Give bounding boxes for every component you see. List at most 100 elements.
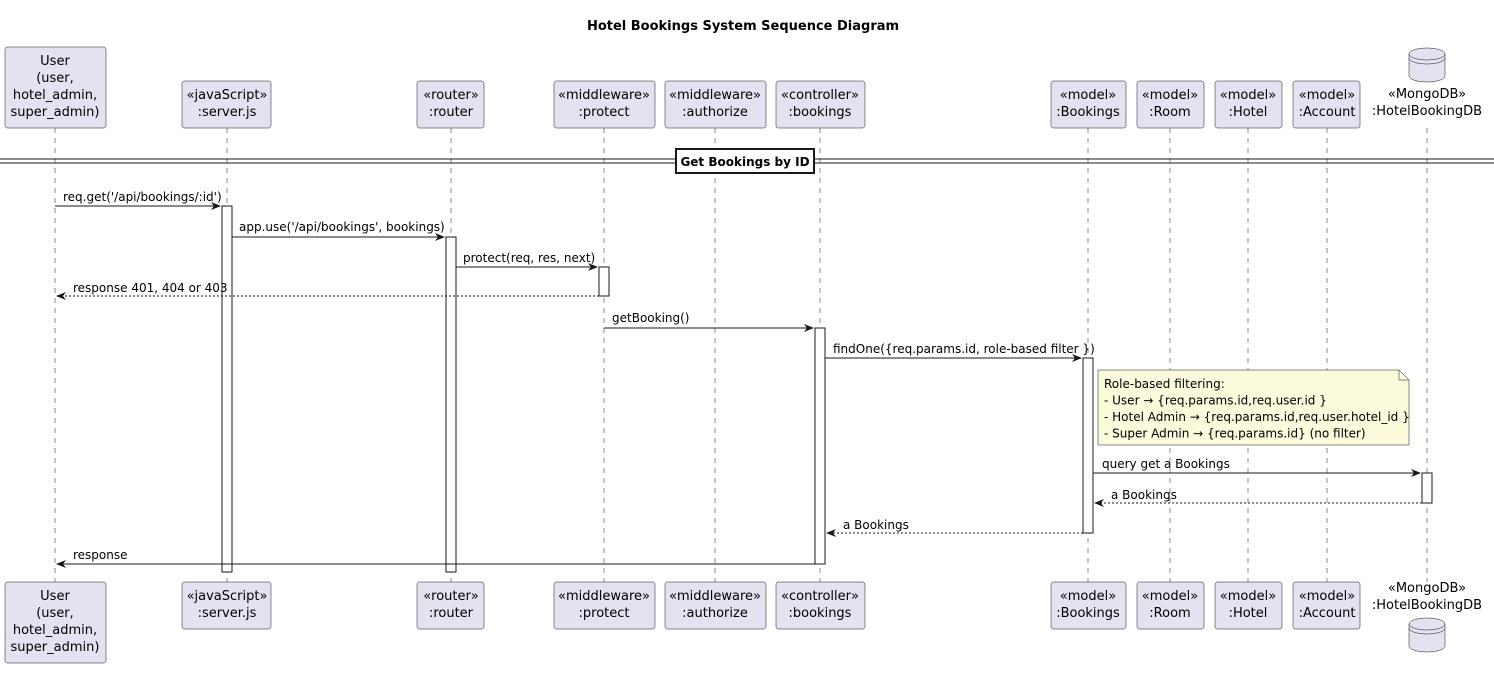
- note-shape: [1097, 369, 1410, 446]
- participant-box: [664, 80, 767, 129]
- message-10: response: [56, 548, 815, 568]
- participant-bookingsCtl-top: «controller» :bookings: [775, 80, 866, 129]
- database-icon: [1408, 54, 1446, 83]
- participant-label: :HotelBookingDB: [1372, 104, 1482, 119]
- participant-label: :Room: [1149, 606, 1190, 621]
- participant-user-bottom: User(user,hotel_admin,super_admin): [4, 581, 107, 664]
- participant-authorize-top: «middleware»:authorize: [664, 80, 767, 129]
- activation-bookingsModel: [1082, 357, 1094, 534]
- participant-label: «middleware»: [558, 88, 650, 103]
- activation-server: [221, 205, 233, 573]
- message-label: findOne({req.params.id, role-based filte…: [833, 342, 1095, 356]
- participant-label: :protect: [579, 606, 630, 621]
- activation-protect: [598, 266, 610, 297]
- note-line: Role-based filtering:: [1104, 377, 1225, 391]
- note-line: - Hotel Admin → {req.params.id,req.user.…: [1104, 410, 1410, 424]
- message-label: a Bookings: [843, 518, 909, 532]
- message-label: getBooking(): [612, 311, 690, 325]
- message-label: response 401, 404 or 403: [73, 281, 228, 295]
- participant-room-bottom: «model»:Room: [1136, 581, 1205, 630]
- participant-server-top: «javaScript»:server.js: [181, 80, 272, 129]
- group-separator: Get Bookings by ID: [0, 148, 1494, 174]
- participant-label: :protect: [579, 105, 630, 120]
- participant-label: «controller»: [781, 589, 859, 604]
- participant-label: :router: [429, 105, 474, 120]
- participant-box: [1214, 80, 1283, 129]
- participant-label: :Hotel: [1229, 606, 1268, 621]
- participant-label: :Account: [1299, 105, 1356, 120]
- participant-box: [181, 581, 272, 630]
- participant-label: «middleware»: [669, 589, 761, 604]
- database-icon-ring: [1408, 627, 1446, 635]
- participant-box: [416, 581, 485, 630]
- participant-box: [553, 581, 656, 630]
- participant-db-top: «MongoDB» :HotelBookingDB: [1372, 47, 1482, 119]
- participant-label: User: [40, 589, 70, 604]
- participants-bottom: User(user,hotel_admin,super_admin) «javaS…: [4, 581, 1482, 664]
- message-5: getBooking(): [604, 311, 814, 332]
- message-label: app.use('/api/bookings', bookings): [239, 220, 445, 234]
- participant-protect-bottom: «middleware» :protect: [553, 581, 656, 630]
- participant-label: hotel_admin,: [13, 623, 97, 638]
- group-label-box: [675, 148, 815, 174]
- participant-box: [1292, 581, 1361, 630]
- participant-label: :Hotel: [1229, 105, 1268, 120]
- message-4: response 401, 404 or 403: [56, 281, 599, 300]
- participant-box: [181, 80, 272, 129]
- role-filter-note: Role-based filtering:- User → {req.param…: [1097, 369, 1410, 446]
- participant-label: «model»: [1220, 88, 1276, 103]
- participant-label: «model»: [1060, 88, 1116, 103]
- participant-label: User: [40, 54, 70, 69]
- participant-label: hotel_admin,: [13, 88, 97, 103]
- participant-label: (user,: [36, 71, 74, 86]
- participant-box: [775, 80, 866, 129]
- message-2: app.use('/api/bookings', bookings): [232, 220, 445, 241]
- participant-label: «model»: [1060, 589, 1116, 604]
- participant-label: :bookings: [789, 105, 852, 120]
- participants-top: User(user,hotel_admin,super_admin)«javaS…: [4, 46, 1482, 129]
- participant-label: «javaScript»: [187, 88, 268, 103]
- participant-box: [1136, 581, 1205, 630]
- message-1: req.get('/api/bookings/:id'): [55, 190, 222, 210]
- participant-room-top: «model»:Room: [1136, 80, 1205, 129]
- participant-label: «model»: [1299, 88, 1355, 103]
- participant-label: :Bookings: [1056, 105, 1120, 120]
- participant-box: [1214, 581, 1283, 630]
- participant-server-bottom: «javaScript»:server.js: [181, 581, 272, 630]
- participant-bookingsCtl-bottom: «controller» :bookings: [775, 581, 866, 630]
- participant-label: «router»: [423, 88, 479, 103]
- participant-account-top: «model» :Account: [1292, 80, 1361, 129]
- participant-box: [4, 581, 107, 664]
- participant-label: «javaScript»: [187, 589, 268, 604]
- note-fold: [1398, 370, 1409, 381]
- participant-box: [1050, 581, 1127, 630]
- participant-box: [4, 46, 107, 129]
- participant-label: «MongoDB»: [1388, 87, 1466, 102]
- participant-box: [416, 80, 485, 129]
- participant-box: [553, 80, 656, 129]
- activation-bookingsCtl: [814, 327, 826, 565]
- database-icon: [1408, 624, 1446, 653]
- group-label: Get Bookings by ID: [680, 155, 809, 169]
- database-icon-top: [1408, 47, 1446, 61]
- participant-router-top: «router» :router: [416, 80, 485, 129]
- participant-user-top: User(user,hotel_admin,super_admin): [4, 46, 107, 129]
- participant-label: «middleware»: [558, 589, 650, 604]
- participant-protect-top: «middleware» :protect: [553, 80, 656, 129]
- message-label: req.get('/api/bookings/:id'): [63, 190, 222, 204]
- participant-label: «model»: [1220, 589, 1276, 604]
- participant-box: [664, 581, 767, 630]
- participant-label: :router: [429, 606, 474, 621]
- participant-label: «controller»: [781, 88, 859, 103]
- activation-bars: [221, 205, 1433, 573]
- participant-label: :bookings: [789, 606, 852, 621]
- participant-label: :authorize: [682, 105, 748, 120]
- message-label: response: [73, 548, 128, 562]
- participant-box: [1050, 80, 1127, 129]
- participant-hotel-top: «model» :Hotel: [1214, 80, 1283, 129]
- participant-account-bottom: «model»:Account: [1292, 581, 1361, 630]
- participant-box: [1136, 80, 1205, 129]
- participant-label: :Room: [1149, 105, 1190, 120]
